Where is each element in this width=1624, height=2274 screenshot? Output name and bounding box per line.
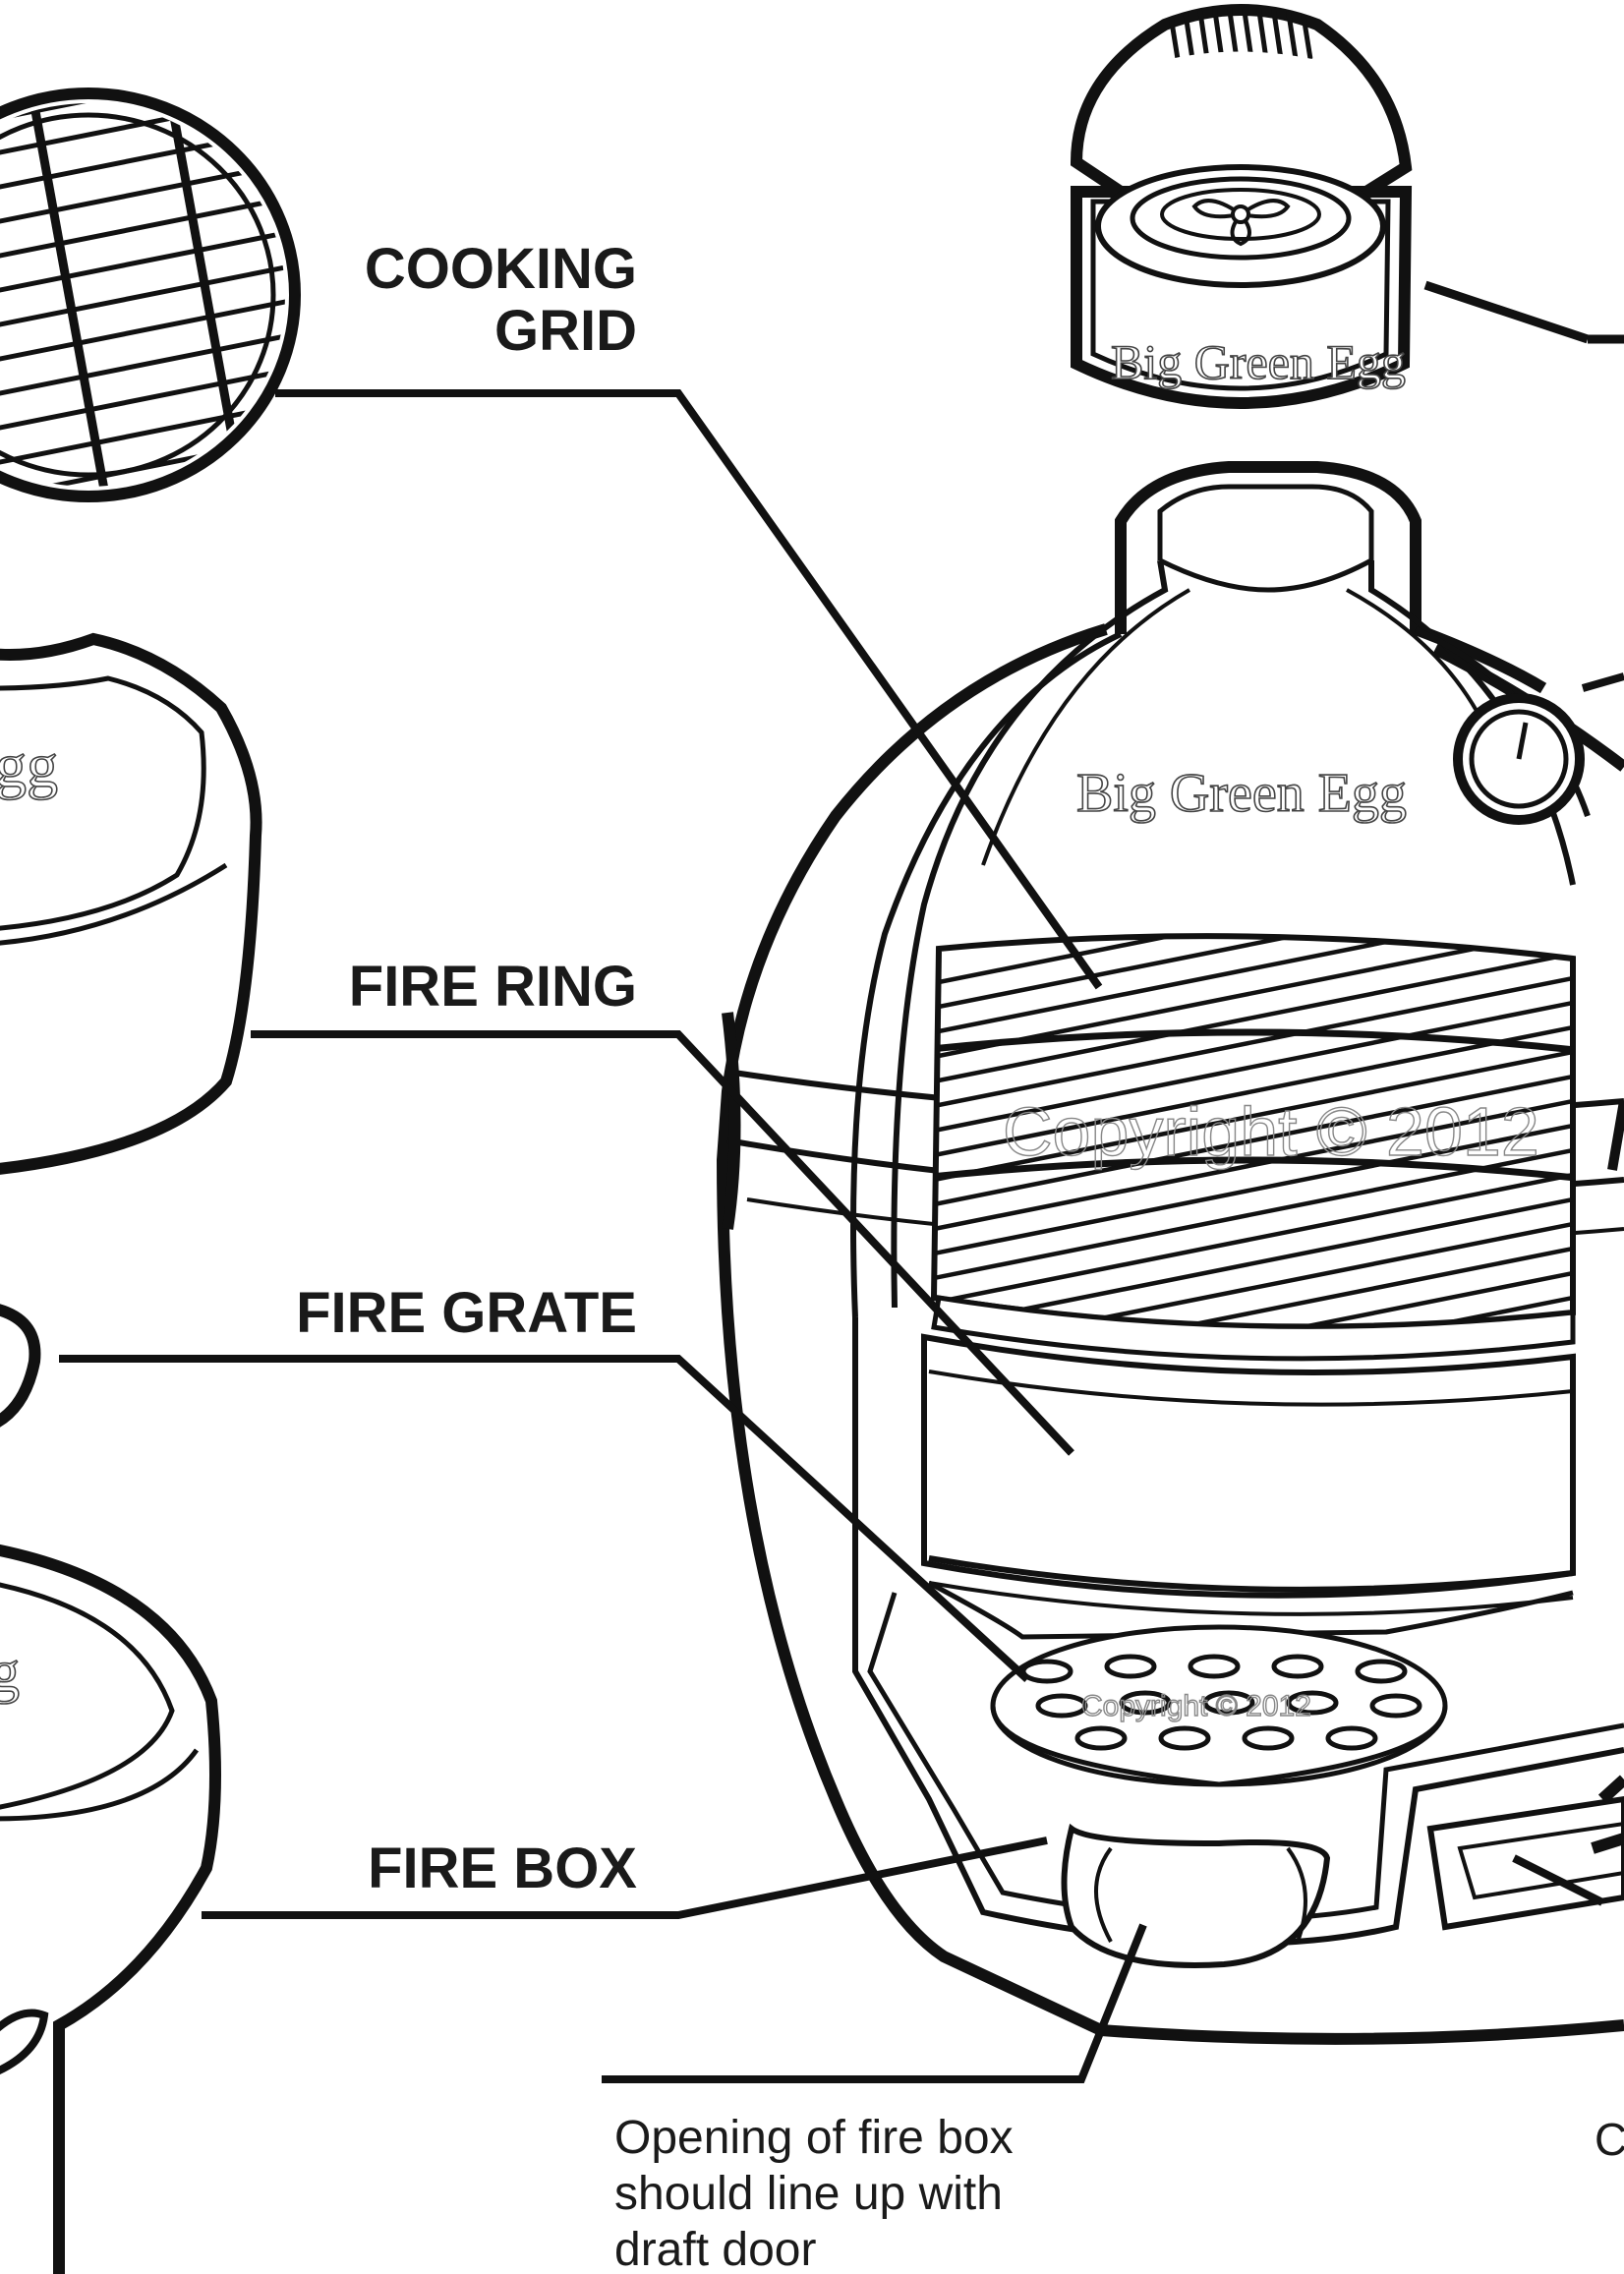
grate-watermark: Copyright © 2012 xyxy=(1081,1690,1311,1722)
thermometer-leader-line xyxy=(1581,672,1624,692)
fire-box-leader-line xyxy=(202,1837,1048,1919)
fire-ring-label: FIRE RING xyxy=(349,955,637,1019)
firebox-opening-leader-line xyxy=(602,1923,1147,2083)
firebox-opening-note: Opening of fire box should line up with … xyxy=(614,2112,1014,2274)
partial-right-label: C xyxy=(1595,2114,1624,2165)
svg-text:should line up with: should line up with xyxy=(614,2168,1003,2220)
fire-box-label: FIRE BOX xyxy=(368,1837,637,1900)
svg-text:COOKING: COOKING xyxy=(365,237,637,301)
cooking-grid-leader-line xyxy=(275,389,1103,990)
svg-text:draft door: draft door xyxy=(614,2224,816,2274)
cap-leader-line xyxy=(1423,280,1590,344)
cooking-grid-part xyxy=(0,87,301,502)
fire-ring-brand-logo: gg xyxy=(0,730,58,800)
grid-watermark: Copyright © 2012 xyxy=(1003,1093,1539,1170)
svg-text:GRID: GRID xyxy=(494,299,637,363)
fire-box-part: g xyxy=(0,1544,221,2274)
cap-brand-logo: Big Green Egg xyxy=(1111,334,1406,389)
fire-box-brand-logo: g xyxy=(0,1639,20,1704)
fire-ring-part: gg xyxy=(0,632,262,1175)
svg-text:Opening of fire box: Opening of fire box xyxy=(614,2112,1014,2164)
draft-door-leader-line xyxy=(1512,1854,1604,1906)
fire-grate-part xyxy=(0,1304,41,1428)
fire-ring-leader-line xyxy=(251,1030,1074,1456)
cooking-grid-label: COOKING GRID xyxy=(365,237,637,363)
fire-grate-label: FIRE GRATE xyxy=(296,1281,637,1345)
rain-cap-part: Big Green Egg xyxy=(1070,4,1413,409)
assembled-egg: Big Green Egg xyxy=(716,461,1624,2045)
dome-brand-logo: Big Green Egg xyxy=(1076,763,1407,824)
fire-grate-leader-line xyxy=(59,1355,1030,1682)
